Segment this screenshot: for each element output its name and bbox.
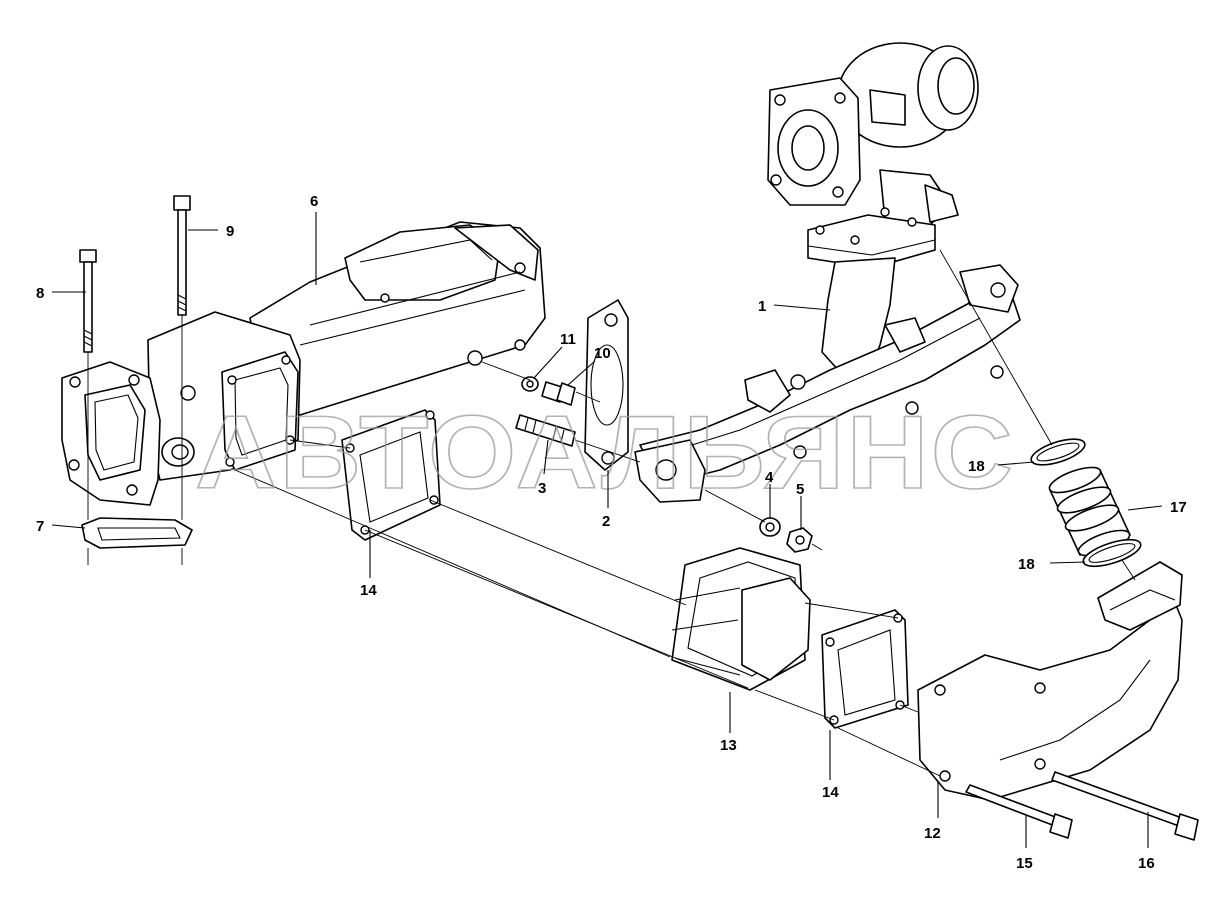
callout-18-top: 18 <box>968 458 985 475</box>
turbocharger <box>767 42 979 269</box>
watermark: АВТОАЛЬЯНС <box>195 395 1015 511</box>
callout-17: 17 <box>1170 499 1187 516</box>
callout-14-right: 14 <box>822 784 839 801</box>
exhaust-manifold-1 <box>634 257 1021 503</box>
callout-7: 7 <box>36 518 44 535</box>
bolt-8 <box>79 249 97 353</box>
gasket-7 <box>81 517 193 549</box>
assembly-axes <box>87 249 1136 777</box>
callout-1: 1 <box>758 298 766 315</box>
gasket-14-right <box>821 609 909 729</box>
callout-numbers: 1 2 3 4 5 6 7 8 9 10 11 12 13 14 14 15 1… <box>36 193 1187 872</box>
callout-6: 6 <box>310 193 318 210</box>
washer-4 <box>759 517 781 537</box>
elbow-pipe-12 <box>917 561 1183 801</box>
stud-3 <box>515 414 576 447</box>
gasket-2 <box>584 299 629 471</box>
callout-leaders <box>51 212 1163 848</box>
callout-2: 2 <box>602 513 610 530</box>
callout-9: 9 <box>226 223 234 240</box>
callout-18-bottom: 18 <box>1018 556 1035 573</box>
callout-4: 4 <box>765 469 774 486</box>
callout-12: 12 <box>924 825 941 842</box>
callout-8: 8 <box>36 285 44 302</box>
heat-sleeve-13 <box>671 547 811 691</box>
ring-18-top <box>1030 438 1086 466</box>
callout-15: 15 <box>1016 855 1033 872</box>
callout-3: 3 <box>538 480 546 497</box>
callout-10: 10 <box>594 345 611 362</box>
callout-13: 13 <box>720 737 737 754</box>
bolt-9 <box>173 195 191 316</box>
callout-5: 5 <box>796 481 804 498</box>
screw-10 <box>541 381 576 406</box>
callout-16: 16 <box>1138 855 1155 872</box>
gasket-14-left <box>341 409 441 541</box>
bolt-16 <box>1051 771 1199 841</box>
bellows-17 <box>1048 466 1131 557</box>
exhaust-manifold-front <box>61 311 301 506</box>
washer-11 <box>521 376 539 392</box>
ring-18-bottom <box>1082 538 1142 568</box>
callout-11: 11 <box>560 331 576 348</box>
bolt-15 <box>965 784 1073 839</box>
callout-14-left: 14 <box>360 582 377 599</box>
nut-5 <box>786 527 813 553</box>
